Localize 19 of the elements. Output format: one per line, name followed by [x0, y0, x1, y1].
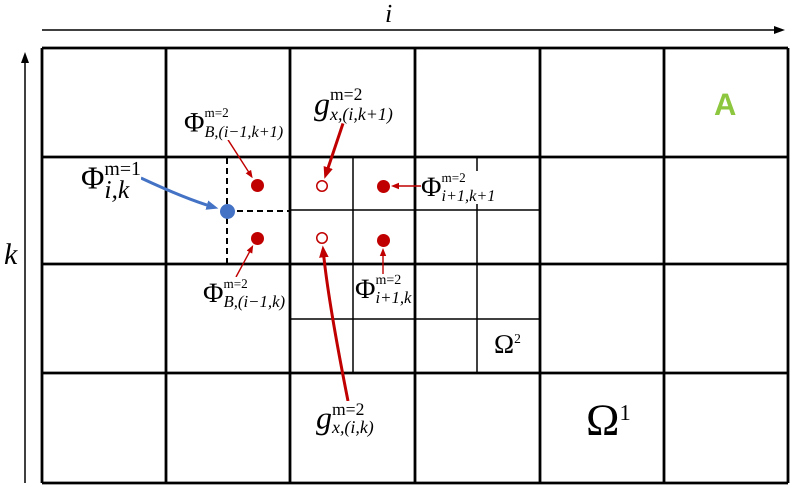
- leader-arrow: [235, 245, 254, 278]
- dot-icon: [250, 178, 264, 192]
- leader-arrow: [380, 248, 386, 274]
- ring-icon: [316, 232, 328, 244]
- region-label: Ω$^{2}$: [494, 331, 521, 358]
- dot-icon: [376, 234, 390, 246]
- ring-icon: [316, 180, 328, 192]
- leader-arrow: [324, 122, 344, 179]
- leader-arrow: [319, 245, 350, 402]
- axis-label: i: [385, 1, 392, 27]
- dot-icon: [220, 204, 234, 218]
- leader-arrow: [227, 139, 253, 178]
- dot-icon: [376, 180, 390, 192]
- leader-arrow: [140, 176, 218, 210]
- panel-label: A: [714, 89, 736, 120]
- axis-label: k: [4, 240, 18, 270]
- dot-icon: [250, 232, 264, 244]
- leader-arrow: [391, 182, 421, 190]
- region-label: Ω$^{1}$: [586, 398, 631, 443]
